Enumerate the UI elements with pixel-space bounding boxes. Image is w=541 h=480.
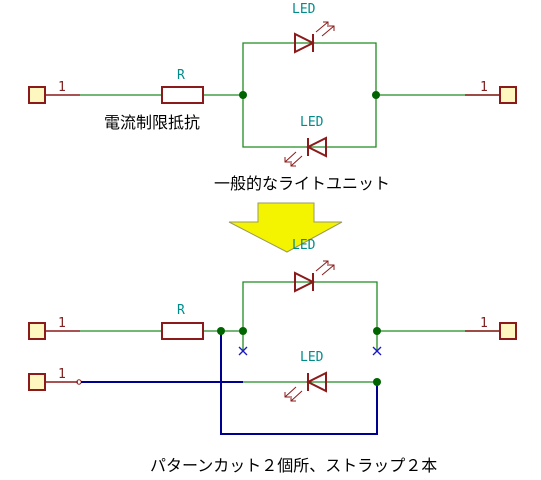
strap-return <box>220 331 378 435</box>
bottom-led-lower-ref: LED <box>300 350 324 365</box>
bottom-resistor-ref: R <box>177 303 185 318</box>
top-left-pin-number: 1 <box>58 80 66 95</box>
bottom-circuit: 1 1 R <box>28 238 517 475</box>
bottom-right-connector: 1 <box>465 316 517 340</box>
top-led-lower-ref: LED <box>300 115 324 130</box>
bottom-right-pin-number: 1 <box>480 316 488 331</box>
top-resistor-ref: R <box>177 68 185 83</box>
bottom-led-lower: LED <box>284 350 327 402</box>
bottom-left-connector-2: 1 <box>28 367 82 391</box>
top-junction-right <box>372 91 380 99</box>
bottom-upper-branch <box>242 281 378 331</box>
top-junction-left <box>239 91 247 99</box>
cross-mark-icon <box>238 346 248 356</box>
bottom-junction-lower-right <box>373 378 381 386</box>
top-right-pin-number: 1 <box>480 80 488 95</box>
top-led-upper: LED <box>292 2 335 54</box>
top-led-upper-ref: LED <box>292 2 316 17</box>
bottom-left2-pin-number: 1 <box>58 367 66 382</box>
bottom-junction-right <box>373 327 381 335</box>
top-right-connector: 1 <box>465 80 517 104</box>
bottom-left-connector-1: 1 <box>28 316 80 340</box>
cross-mark-icon <box>372 346 382 356</box>
top-upper-branch <box>242 42 377 95</box>
down-arrow-icon <box>228 202 343 253</box>
top-led-lower: LED <box>284 115 327 167</box>
bottom-led-upper-ref: LED <box>292 238 316 253</box>
top-caption: 一般的なライトユニット <box>214 174 390 193</box>
bottom-led-upper: LED <box>292 238 335 293</box>
bottom-junction-left <box>239 327 247 335</box>
top-circuit: 1 R 電流制限抵抗 LED <box>28 2 517 193</box>
bottom-caption: パターンカット２個所、ストラップ２本 <box>150 456 437 475</box>
bottom-junction-strap <box>217 327 225 335</box>
top-resistor <box>161 86 204 104</box>
top-resistor-caption: 電流制限抵抗 <box>104 113 200 132</box>
top-left-connector: 1 <box>28 80 80 104</box>
bottom-left-pin-number: 1 <box>58 316 66 331</box>
bottom-resistor <box>161 322 204 340</box>
